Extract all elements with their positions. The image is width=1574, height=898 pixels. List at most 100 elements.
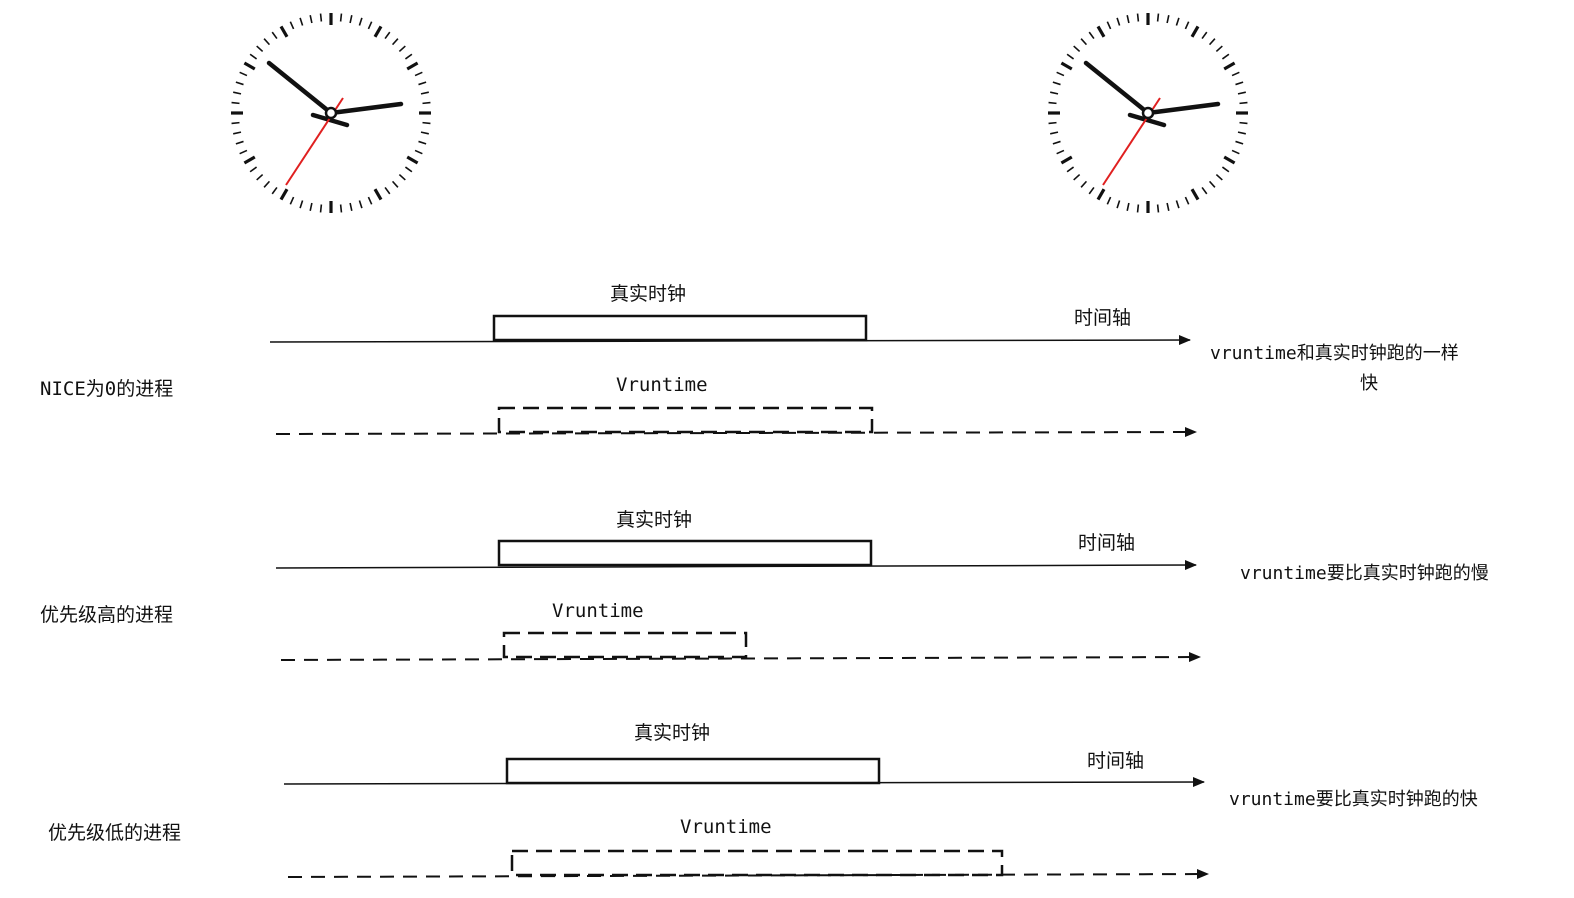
clock-minute-tick xyxy=(1239,101,1248,105)
vruntime-label-row1: Vruntime xyxy=(616,374,708,396)
clock-minute-tick xyxy=(420,91,429,95)
clock-minute-tick xyxy=(339,13,343,22)
vruntime-bar-row2 xyxy=(502,631,748,659)
vruntime-bar-row1 xyxy=(497,406,874,434)
clock-minute-tick xyxy=(239,71,248,77)
clock-hour-tick xyxy=(1190,25,1200,38)
clock-minute-tick xyxy=(1048,121,1057,125)
clock-minute-tick xyxy=(1052,140,1061,145)
real-clock-label-row1: 真实时钟 xyxy=(610,283,687,305)
clock-minute-tick xyxy=(1201,186,1208,195)
real-clock-label-row3: 真实时钟 xyxy=(634,722,711,744)
clock-minute-tick xyxy=(349,15,353,24)
clock-hour-tick xyxy=(1096,188,1106,201)
clock-minute-tick xyxy=(233,91,242,95)
clock-minute-tick xyxy=(1166,202,1170,211)
timeline-axis-row2 xyxy=(275,560,1197,571)
clock-hour-tick xyxy=(243,155,256,165)
clock-minute-tick xyxy=(231,121,240,125)
clock-minute-tick xyxy=(384,186,391,195)
clock-minute-tick xyxy=(367,21,373,30)
clock-minute-tick xyxy=(309,202,313,211)
clock-hour-tick xyxy=(1190,188,1200,201)
clock-minute-tick xyxy=(1184,196,1190,205)
process-label-row2: 优先级高的进程 xyxy=(40,604,174,626)
clock-minute-tick xyxy=(309,15,313,24)
clock-hour-tick xyxy=(279,188,289,201)
clock-minute-tick xyxy=(1166,15,1170,24)
clock-minute-tick xyxy=(1208,180,1216,188)
clock-minute-tick xyxy=(235,140,244,145)
clock-hour-tick xyxy=(373,25,383,38)
clock-minute-tick xyxy=(263,180,271,188)
clock-minute-tick xyxy=(1088,186,1095,195)
clock-minute-tick xyxy=(319,13,323,22)
result-text-row2: vruntime要比真实时钟跑的慢 xyxy=(1240,563,1489,584)
vruntime-label-row2: Vruntime xyxy=(552,600,644,622)
clock-minute-tick xyxy=(1126,202,1130,211)
clock-minute-tick xyxy=(1116,200,1121,209)
result-text-row3: vruntime要比真实时钟跑的快 xyxy=(1229,789,1478,810)
clock-minute-tick xyxy=(1215,45,1223,53)
clock-minute-tick xyxy=(1066,166,1075,173)
clock-hour-tick xyxy=(406,155,419,165)
clock-minute-tick xyxy=(1106,21,1112,30)
real-clock-bar-row3 xyxy=(505,757,881,785)
clock-minute-tick xyxy=(1066,53,1075,60)
clock-minute-tick xyxy=(1215,173,1223,181)
clock-minute-tick xyxy=(239,149,248,155)
clock-minute-tick xyxy=(1088,31,1095,40)
timeline-label-row3: 时间轴 xyxy=(1087,750,1145,772)
clock-minute-tick xyxy=(422,101,431,105)
clock-minute-tick xyxy=(233,131,242,135)
clock-minute-tick xyxy=(349,202,353,211)
clock-minute-tick xyxy=(1126,15,1130,24)
clock-minute-tick xyxy=(1156,204,1160,213)
clock-minute-tick xyxy=(1184,21,1190,30)
clock-minute-tick xyxy=(1048,101,1057,105)
clock-minute-tick xyxy=(1235,81,1244,86)
clock-minute-tick xyxy=(289,196,295,205)
clock-minute-tick xyxy=(1080,180,1088,188)
clock-hour-tick xyxy=(373,188,383,201)
clock-minute-tick xyxy=(1175,17,1180,26)
clock-minute-tick xyxy=(1237,91,1246,95)
clock-hour-tick xyxy=(406,61,419,71)
clock-minute-tick xyxy=(414,71,423,77)
clock-minute-tick xyxy=(418,140,427,145)
clock-minute-tick xyxy=(1235,140,1244,145)
clock-minute-tick xyxy=(1073,45,1081,53)
clock-minute-tick xyxy=(249,53,258,60)
clock-minute-tick xyxy=(358,200,363,209)
clock-minute-tick xyxy=(1073,173,1081,181)
clock-minute-tick xyxy=(384,31,391,40)
clock-hour-tick xyxy=(1223,155,1236,165)
clock-minute-tick xyxy=(1056,149,1065,155)
clock-minute-tick xyxy=(1136,13,1140,22)
vruntime-label-row3: Vruntime xyxy=(680,816,772,838)
clock-minute-tick xyxy=(1221,53,1230,60)
clock-hour-tick xyxy=(1060,61,1073,71)
clock-minute-tick xyxy=(1106,196,1112,205)
timeline-label-row2: 时间轴 xyxy=(1078,532,1136,554)
clock-minute-tick xyxy=(1136,204,1140,213)
clock-minute-tick xyxy=(391,180,399,188)
clock-minute-tick xyxy=(404,166,413,173)
clock-minute-tick xyxy=(1231,71,1240,77)
clock-minute-tick xyxy=(263,38,271,46)
clock-minute-tick xyxy=(299,200,304,209)
clock-minute-tick xyxy=(398,45,406,53)
clock-minute-tick xyxy=(1050,91,1059,95)
clock-minute-tick xyxy=(271,186,278,195)
clock-minute-tick xyxy=(231,101,240,105)
clock-minute-tick xyxy=(1175,200,1180,209)
process-label-row1: NICE为0的进程 xyxy=(40,378,174,400)
clock-minute-tick xyxy=(1201,31,1208,40)
clock-minute-tick xyxy=(367,196,373,205)
clock-hour-tick xyxy=(279,25,289,38)
clock-minute-tick xyxy=(1116,17,1121,26)
clock-minute-tick xyxy=(1156,13,1160,22)
clock-minute-tick xyxy=(391,38,399,46)
clock-minute-tick xyxy=(1237,131,1246,135)
